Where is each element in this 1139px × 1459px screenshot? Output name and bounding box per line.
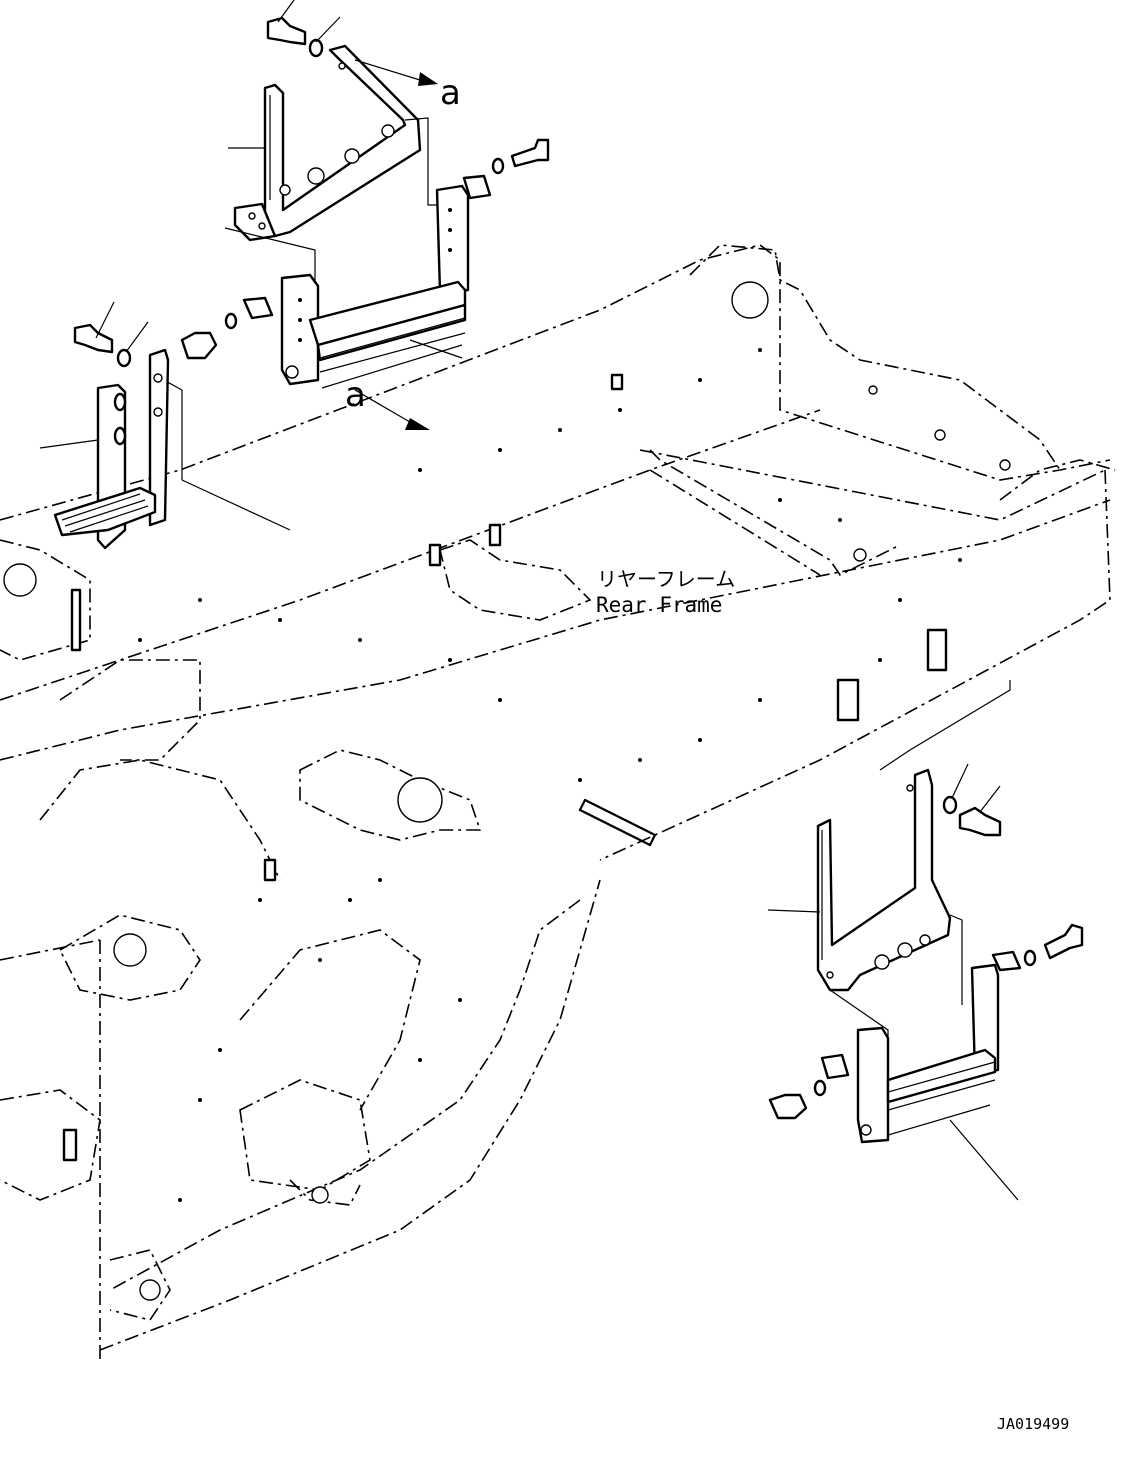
rear-frame xyxy=(0,244,1116,1360)
drawing-number: JA019499 xyxy=(997,1415,1069,1433)
frame-label-japanese: リヤーフレーム xyxy=(597,567,735,591)
frame-label-english: Rear Frame xyxy=(596,593,722,617)
step-assembly-upper xyxy=(73,0,550,531)
view-marker-a-mid: a xyxy=(345,375,366,415)
step-assembly-lower xyxy=(767,680,1084,1201)
view-marker-a-top: a xyxy=(440,73,461,113)
step-assembly-left xyxy=(39,348,170,550)
